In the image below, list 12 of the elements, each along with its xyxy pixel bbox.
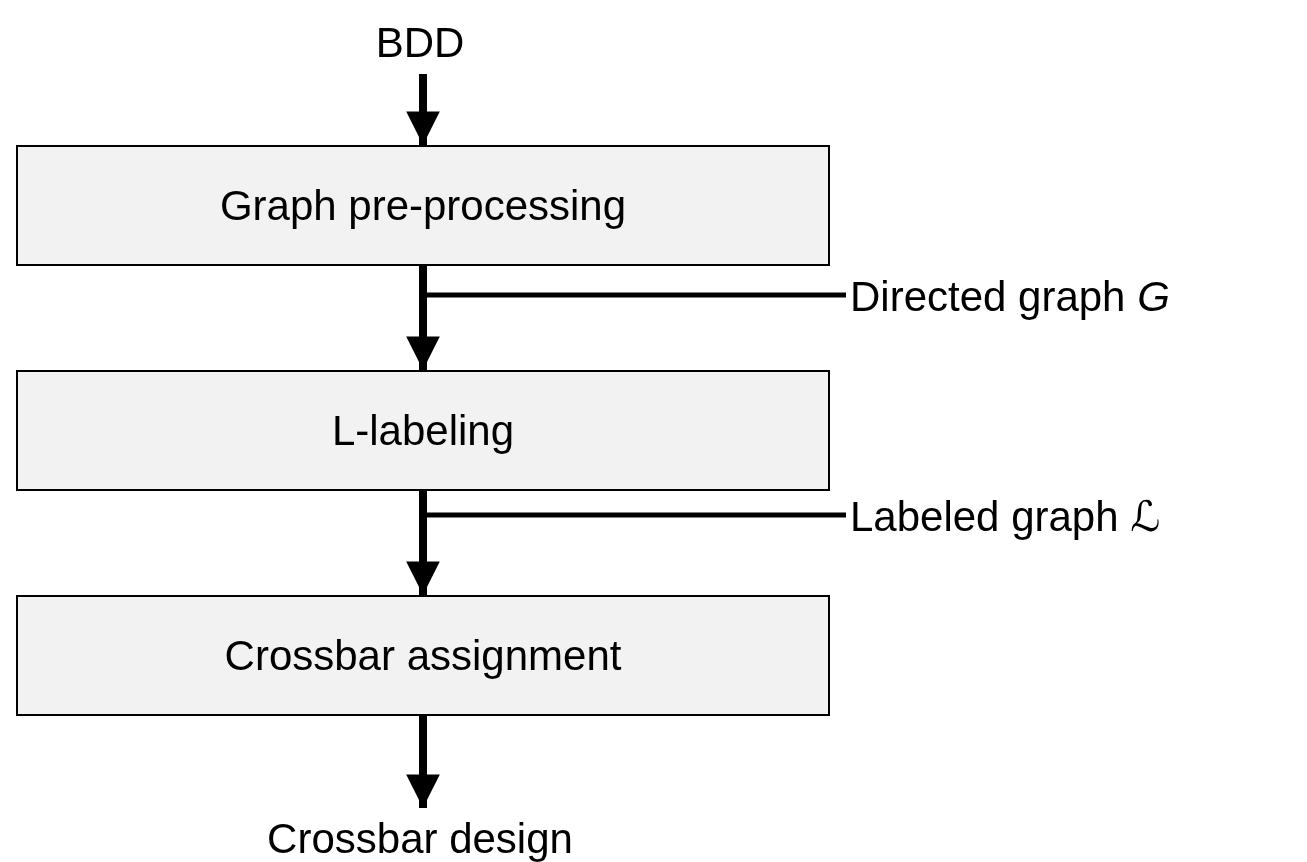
process-box	[16, 370, 830, 491]
arrow	[406, 266, 440, 370]
output-label: Crossbar design	[200, 808, 640, 862]
step-text: Graph pre-processing	[219, 181, 627, 230]
arrow	[406, 491, 440, 595]
step-text: L-labeling	[331, 406, 515, 455]
input-label: BDD	[320, 12, 520, 74]
step-text: Crossbar assignment	[224, 631, 622, 680]
output-annotation: Directed graph G	[850, 268, 1300, 324]
output-annotation: Labeled graph ℒ	[850, 488, 1300, 544]
process-box	[16, 595, 830, 716]
process-box	[16, 145, 830, 266]
